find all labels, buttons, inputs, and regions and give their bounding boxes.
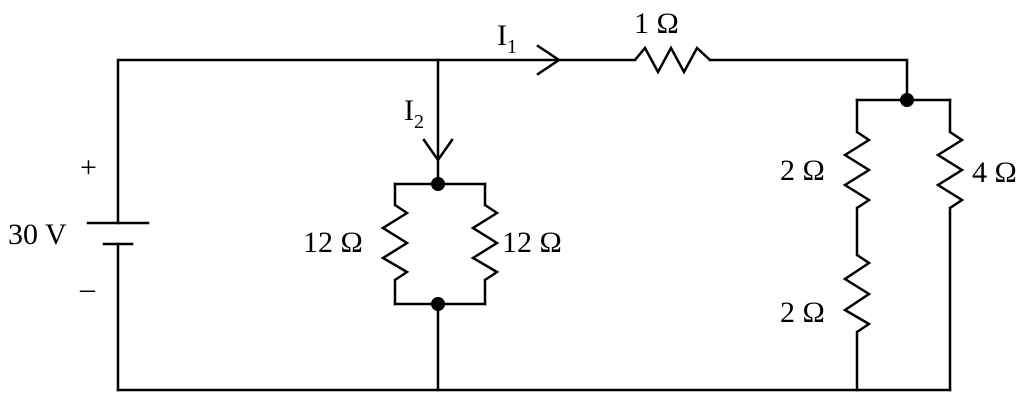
current-i2-arrow (422, 138, 454, 163)
resistor-1-ohm-label: 1 Ω (634, 7, 679, 40)
current-i1-subscript: 1 (507, 36, 517, 58)
current-i1-symbol: I (497, 19, 507, 52)
resistor-4-ohm (935, 130, 965, 210)
junction-node-left-top (431, 177, 445, 191)
resistor-2-ohm-upper-label: 2 Ω (780, 154, 825, 187)
current-i2-subscript: 2 (414, 111, 424, 133)
junction-node-right-top (900, 93, 914, 107)
junction-node-left-bottom (431, 297, 445, 311)
source-minus-label: – (79, 272, 96, 305)
resistor-2-ohm-upper (842, 130, 872, 210)
resistor-12-ohm-b-label: 12 Ω (502, 226, 562, 259)
resistor-4-ohm-label: 4 Ω (972, 156, 1017, 189)
current-i1-arrow (536, 44, 562, 76)
resistor-1-ohm (634, 45, 711, 75)
resistor-12-ohm-a-label: 12 Ω (303, 226, 363, 259)
resistor-12-ohm-a (380, 203, 410, 282)
wires (116, 58, 952, 392)
resistor-2-ohm-lower-label: 2 Ω (780, 296, 825, 329)
resistors: 1 Ω 12 Ω 12 Ω 2 Ω 2 Ω 4 Ω (303, 7, 1017, 334)
source-voltage-label: 30 V (8, 218, 67, 251)
top-right-wire (708, 58, 909, 102)
current-i2-label: I2 (404, 94, 424, 133)
top-wire (116, 58, 637, 225)
current-i1-label: I1 (497, 19, 517, 58)
current-indicators: I1 I2 (404, 19, 562, 163)
resistor-12-ohm-b (470, 203, 500, 282)
voltage-source: + 30 V – (8, 151, 150, 305)
current-i2-symbol: I (404, 94, 414, 127)
junctions (431, 93, 914, 311)
resistor-2-ohm-lower (842, 253, 872, 334)
source-plus-label: + (80, 151, 97, 184)
